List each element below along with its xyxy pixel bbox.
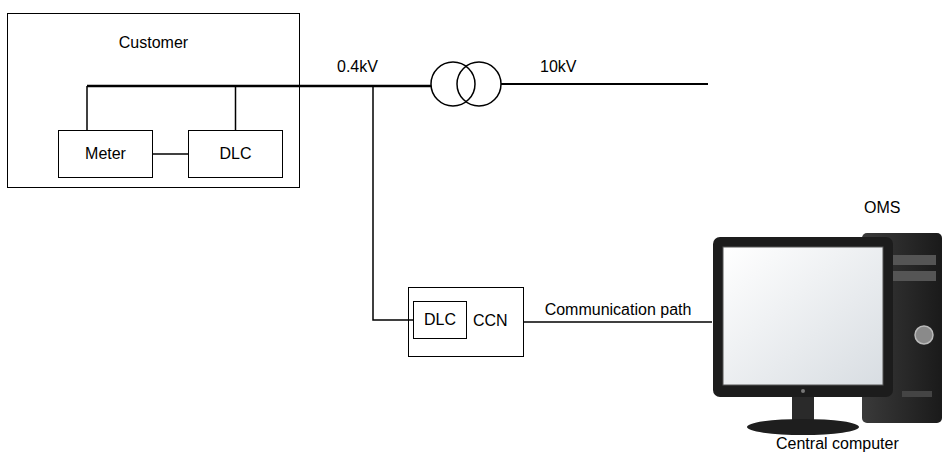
power-button — [915, 326, 933, 344]
node-label: DLC — [219, 145, 251, 163]
connector-wire — [236, 86, 414, 320]
node-label: CCN — [473, 312, 508, 330]
connector-wire — [153, 153, 188, 154]
computer-illustration — [712, 195, 946, 459]
transformer-winding — [457, 62, 501, 106]
dlc-box: DLC — [413, 301, 467, 339]
edge-label: Communication path — [543, 301, 694, 319]
dlc-box: DLC — [188, 130, 283, 178]
monitor-bezel — [713, 237, 893, 397]
customer-box: CustomerMeter DLC — [7, 13, 300, 188]
node-label: DLC — [424, 311, 456, 329]
drive-bay — [888, 271, 936, 281]
voltage-label: 10kV — [540, 58, 576, 76]
transformer-winding — [431, 62, 475, 106]
connector-wire — [524, 321, 712, 322]
medium-voltage-line — [501, 83, 708, 85]
node-label: Meter — [85, 145, 126, 163]
ccn-box: CCN DLC — [408, 287, 524, 357]
monitor-screen — [723, 247, 883, 385]
monitor-base — [747, 419, 859, 435]
monitor-neck — [792, 395, 814, 421]
monitor-led — [801, 389, 805, 393]
front-port — [902, 391, 932, 397]
voltage-label: 0.4kV — [337, 58, 378, 76]
central-computer: OMS Central computer — [712, 195, 946, 459]
meter-box: Meter — [58, 130, 153, 178]
node-caption: Central computer — [776, 435, 899, 453]
node-label: Customer — [8, 34, 299, 52]
drive-bay — [888, 255, 936, 265]
node-label: OMS — [864, 199, 900, 217]
meter-feed-wire — [86, 86, 88, 130]
